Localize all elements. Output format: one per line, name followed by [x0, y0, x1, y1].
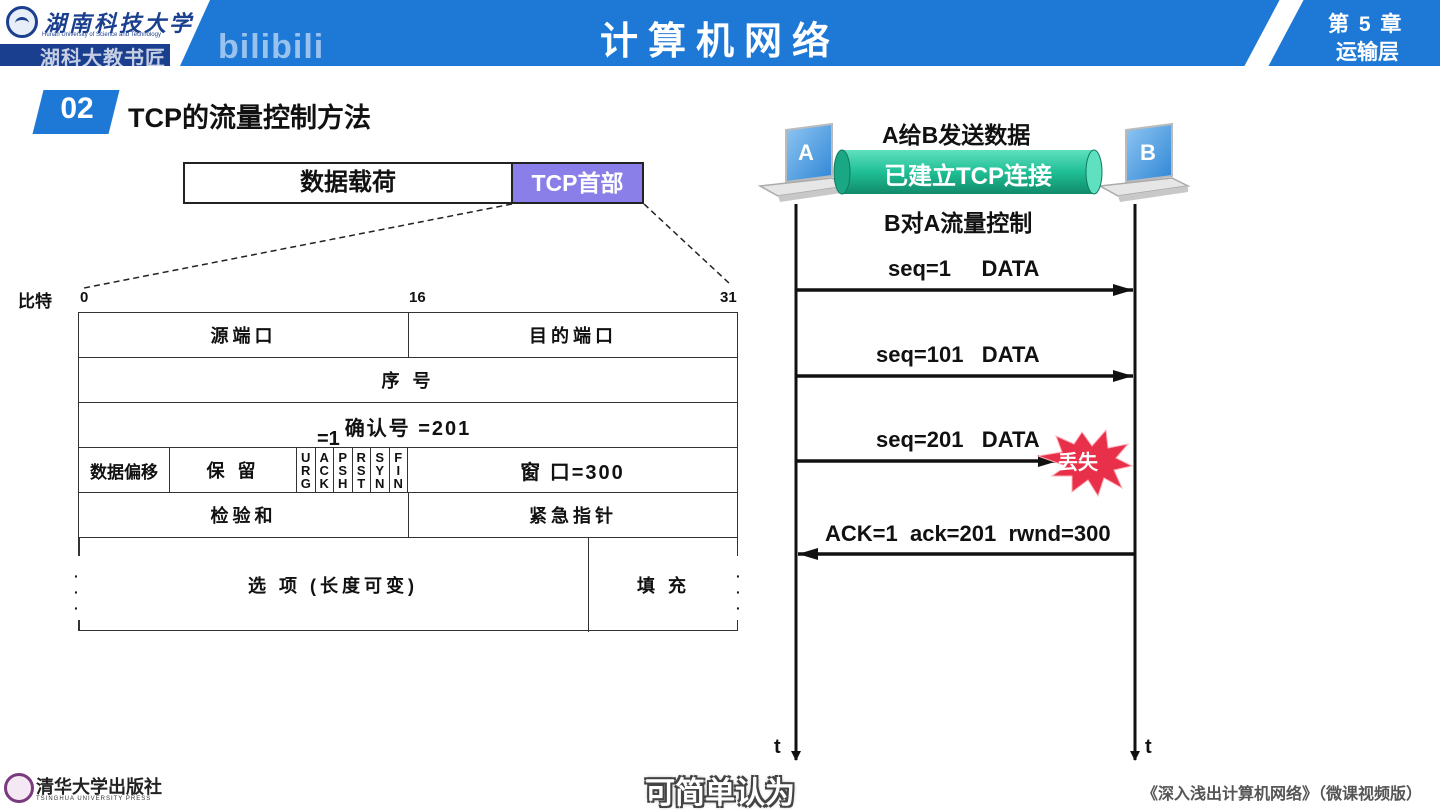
table-row: 确认号 =201 — [78, 402, 738, 447]
table-row: 源端口 目的端口 — [78, 312, 738, 357]
bottom-caption: B对A流量控制 — [884, 210, 1033, 236]
segment-tcp-header: TCP首部 — [511, 162, 644, 204]
host-a-label: A — [798, 140, 814, 165]
urgent-pointer-field: 紧急指针 — [408, 493, 737, 537]
slide-header: bilibili 计算机网络 第 5 章 运输层 — [0, 0, 1440, 66]
zoom-line-right — [643, 203, 731, 285]
dest-port-field: 目的端口 — [408, 313, 737, 357]
continuation-dots: ··· — [736, 568, 741, 616]
university-emblem-icon — [6, 6, 38, 38]
press-emblem-icon — [4, 773, 34, 803]
bit-tick: 16 — [409, 289, 426, 306]
press-name-en: TSINGHUA UNIVERSITY PRESS — [36, 796, 152, 802]
time-label-b: t — [1145, 736, 1152, 758]
logo-band — [0, 44, 170, 66]
message-label: seq=101 DATA — [876, 342, 1040, 367]
window-field: 窗 口=300 — [407, 448, 737, 492]
ack-number-field: 确认号 =201 — [344, 417, 472, 440]
table-row: 序 号 — [78, 357, 738, 402]
lost-label: 丢失 — [1058, 452, 1098, 474]
section-number: 02 — [60, 92, 94, 125]
time-label-a: t — [774, 736, 781, 758]
message-label: seq=201 DATA — [876, 427, 1040, 452]
sequence-field: 序 号 — [381, 371, 435, 391]
checksum-field: 检验和 — [210, 506, 277, 526]
table-row: 检验和 紧急指针 — [78, 492, 738, 537]
chapter-name: 运输层 — [1336, 41, 1399, 64]
message-label: ACK=1 ack=201 rwnd=300 — [825, 521, 1111, 546]
book-title: 《深入浅出计算机网络》（微课视频版） — [1141, 786, 1422, 803]
video-subtitle: 可简单认为 — [645, 777, 795, 810]
university-logo: 湖南科技大学 Hunan University of Science and T… — [0, 0, 210, 66]
course-title: 计算机网络 — [599, 21, 840, 63]
bit-tick: 0 — [80, 289, 89, 306]
padding-field: 填 充 — [588, 538, 738, 632]
source-port-field: 源端口 — [210, 326, 277, 346]
continuation-dots: ··· — [74, 568, 79, 616]
top-caption: A给B发送数据 — [882, 122, 1031, 148]
connection-label: 已建立TCP连接 — [884, 163, 1052, 190]
press-name-cn: 清华大学出版社 — [36, 777, 162, 798]
table-row: ··· ··· 选 项 (长度可变) 填 充 — [74, 537, 741, 632]
section-title: TCP的流量控制方法 — [128, 103, 371, 133]
chapter-number: 第 5 章 — [1328, 13, 1404, 36]
reserved-field: 保 留 — [169, 448, 296, 492]
data-offset-field: 数据偏移 — [90, 462, 158, 482]
bits-label: 比特 — [18, 292, 52, 311]
university-name-cn: 湖南科技大学 — [44, 11, 195, 37]
ack-flag-note: =1 — [317, 428, 340, 450]
host-b-label: B — [1140, 140, 1156, 165]
segment-payload: 数据载荷 — [183, 162, 513, 204]
bilibili-watermark: bilibili — [218, 28, 325, 66]
options-field: 选 项 (长度可变) — [248, 576, 418, 596]
university-name-en: Hunan University of Science and Technolo… — [42, 32, 161, 38]
channel-watermark: 湖科大教书匠 — [40, 48, 166, 70]
bit-tick: 31 — [720, 289, 737, 306]
message-label: seq=1 DATA — [888, 256, 1040, 281]
zoom-line-left — [83, 203, 513, 289]
